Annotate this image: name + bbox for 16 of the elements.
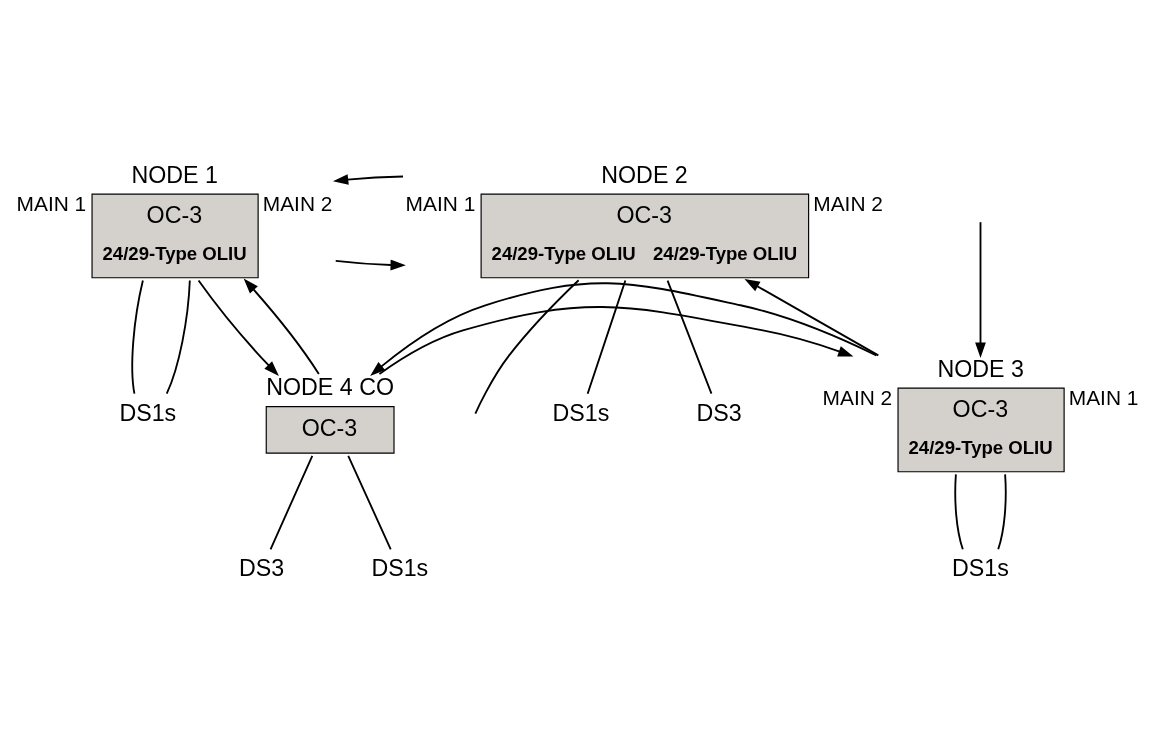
node-label: NODE 3	[937, 355, 1024, 381]
node-label: NODE 4 CO	[266, 373, 394, 400]
node-label: MAIN 2	[813, 191, 883, 215]
node-label: NODE 2	[601, 161, 688, 188]
node-text: DS3	[239, 554, 285, 581]
node-label: MAIN 1	[405, 191, 476, 215]
node-text: DS1s	[552, 399, 610, 426]
node-text: DS1s	[371, 554, 429, 581]
node-text: DS3	[696, 399, 742, 426]
node-label: MAIN 2	[262, 191, 333, 215]
node-label: MAIN 2	[822, 385, 893, 409]
node-label: MAIN 1	[1068, 385, 1139, 409]
node-label: NODE 1	[131, 161, 218, 188]
node-text: DS1s	[119, 399, 177, 426]
node-label: MAIN 1	[16, 191, 87, 215]
node-text: DS1s	[952, 554, 1009, 581]
